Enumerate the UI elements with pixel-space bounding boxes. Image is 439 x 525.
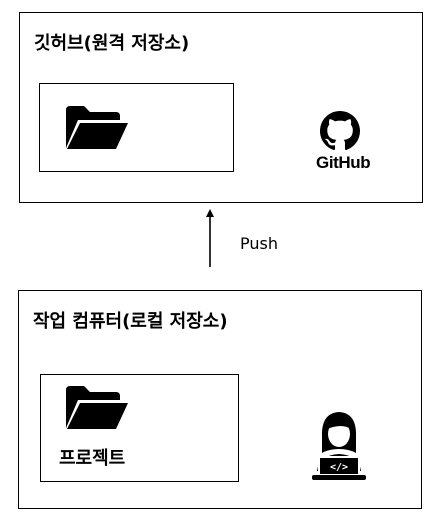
remote-repository-box: 깃허브(원격 저장소) GitHub (19, 12, 423, 203)
remote-folder-box (39, 83, 234, 172)
folder-icon (66, 386, 128, 429)
push-label: Push (240, 234, 278, 253)
github-logo-text: GitHub (316, 153, 371, 172)
local-repository-box: 작업 컴퓨터(로컬 저장소) 프로젝트 </> (18, 290, 422, 509)
local-repository-title: 작업 컴퓨터(로컬 저장소) (33, 311, 228, 332)
remote-repository-title: 깃허브(원격 저장소) (34, 33, 190, 54)
project-folder-label: 프로젝트 (59, 448, 126, 469)
arrow-up-icon (206, 209, 214, 267)
svg-text:</>: </> (330, 462, 348, 473)
local-folder-box: 프로젝트 (40, 374, 239, 482)
folder-icon (66, 106, 128, 149)
developer-laptop-icon: </> (312, 412, 366, 480)
github-octocat-icon (320, 111, 360, 151)
